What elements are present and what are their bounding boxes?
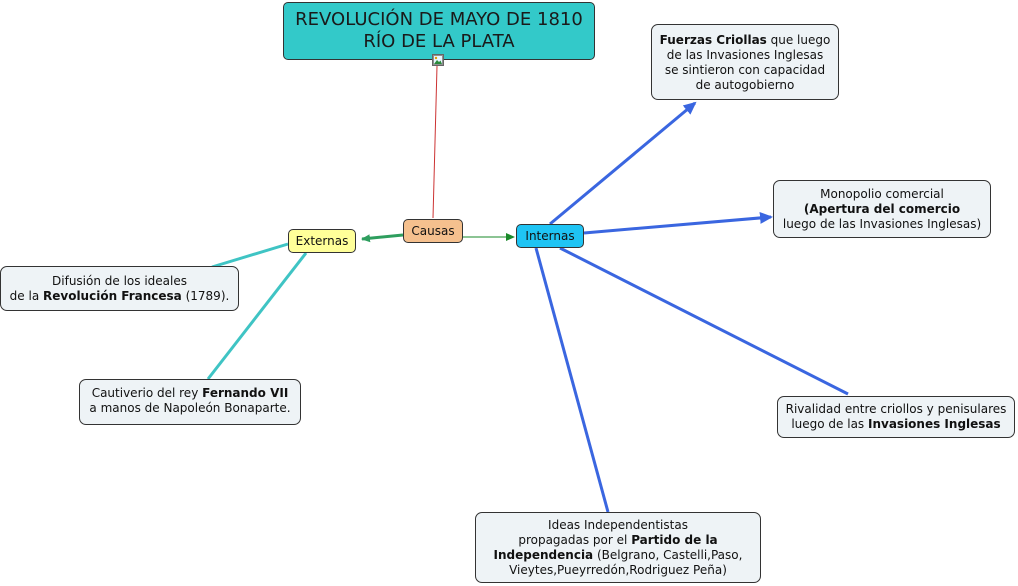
concept-internas[interactable]: Internas [516, 224, 584, 248]
link-internas-rivalidad [559, 246, 849, 396]
link-title-causas [432, 65, 438, 219]
difusion-pre: de la [9, 289, 43, 303]
cautiverio-line-2: a manos de Napoleón Bonaparte. [89, 401, 291, 415]
ideas-bold-2: Partido de la [631, 533, 718, 547]
concept-rivalidad[interactable]: Rivalidad entre criollos y penisulares l… [777, 396, 1015, 438]
concept-monopolio-comercial[interactable]: Monopolio comercial (Apertura del comerc… [773, 180, 991, 238]
link-externas-cautiverio [206, 252, 308, 380]
concept-fuerzas-criollas[interactable]: Fuerzas Criollas que luego de las Invasi… [651, 24, 839, 100]
rivalidad-line-1: Rivalidad entre criollos y penisulares [785, 402, 1007, 416]
ideas-line-1: Ideas Independentistas [548, 518, 688, 532]
link-causas-externas [361, 233, 404, 243]
ideas-rest-3: (Belgrano, Castelli,Paso, [593, 548, 743, 562]
concept-ideas-independentistas[interactable]: Ideas Independentistas propagadas por el… [475, 512, 761, 583]
fuerzas-rest: que luego [766, 33, 831, 47]
fuerzas-line-3: se sintieron con capacidad [664, 63, 826, 77]
fuerzas-line-4: de autogobierno [695, 78, 795, 92]
monopolio-line-3: luego de las Invasiones Inglesas) [782, 217, 982, 231]
rivalidad-bold: Invasiones Inglesas [868, 417, 1001, 431]
fuerzas-bold: Fuerzas Criollas [659, 33, 767, 47]
cautiverio-bold: Fernando VII [202, 386, 289, 400]
ideas-bold-3: Independencia [493, 548, 594, 562]
title-line-1: REVOLUCIÓN DE MAYO DE 1810 [295, 9, 583, 30]
monopolio-bold: (Apertura del comercio [803, 202, 961, 216]
difusion-line-1: Difusión de los ideales [52, 274, 187, 288]
concept-cautiverio-rey[interactable]: Cautiverio del rey Fernando VII a manos … [79, 379, 301, 425]
link-externas-difusion [211, 242, 289, 269]
concept-causas[interactable]: Causas [403, 219, 463, 243]
concept-externas[interactable]: Externas [288, 229, 356, 253]
difusion-rest: (1789). [181, 289, 230, 303]
title-line-2: RÍO DE LA PLATA [363, 31, 515, 52]
monopolio-line-1: Monopolio comercial [820, 187, 944, 201]
ideas-line-4: Vieytes,Pueyrredón,Rodriguez Peña) [509, 563, 727, 577]
cautiverio-pre: Cautiverio del rey [91, 386, 203, 400]
map-title[interactable]: REVOLUCIÓN DE MAYO DE 1810 RÍO DE LA PLA… [283, 2, 595, 60]
link-internas-fuerzas [549, 101, 697, 226]
link-internas-ideas [534, 247, 610, 513]
link-internas-monopolio [583, 211, 773, 235]
concept-difusion-ideales[interactable]: Difusión de los ideales de la Revolución… [0, 266, 239, 311]
ideas-pre: propagadas por el [518, 533, 632, 547]
image-icon[interactable] [432, 54, 444, 66]
rivalidad-pre: luego de las [791, 417, 868, 431]
difusion-bold: Revolución Francesa [43, 289, 182, 303]
fuerzas-line-2: de las Invasiones Inglesas [666, 48, 824, 62]
